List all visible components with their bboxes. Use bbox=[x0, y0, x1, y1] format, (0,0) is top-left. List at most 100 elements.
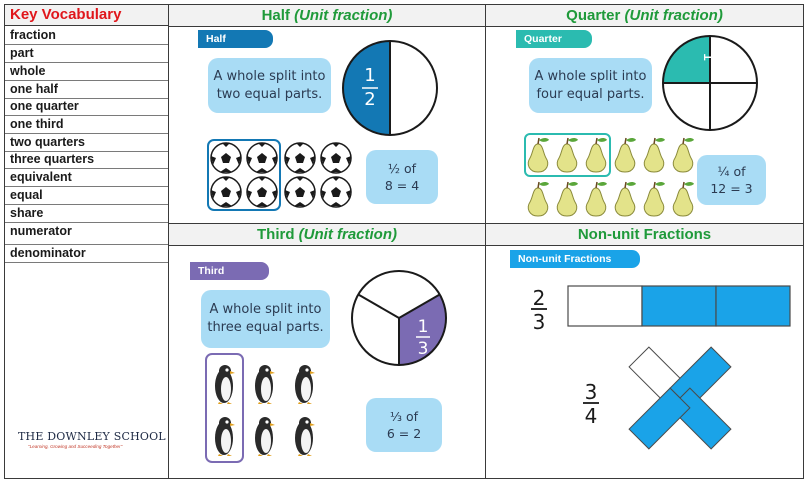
circled-group-outline bbox=[205, 353, 244, 463]
half-pill: Half bbox=[198, 30, 273, 48]
circled-group-outline bbox=[524, 133, 611, 177]
third-divider bbox=[357, 293, 400, 319]
quarter-bubble-line2: four equal parts. bbox=[536, 86, 645, 102]
quarter-shaded-part bbox=[663, 36, 710, 83]
football-icon bbox=[320, 142, 352, 174]
quarter-calc-line1: ¼ of bbox=[717, 164, 746, 179]
vocabulary-word: equivalent bbox=[5, 169, 168, 187]
school-motto: "Learning, Growing and Succeeding Togeth… bbox=[28, 444, 123, 449]
vocabulary-word: part bbox=[5, 45, 168, 63]
half-calc-line2: 8 = 4 bbox=[384, 178, 420, 193]
vocabulary-word: equal bbox=[5, 187, 168, 205]
nonunit-bar-den: 3 bbox=[533, 310, 546, 334]
fraction-bar-model bbox=[567, 285, 791, 327]
half-frac-den: 2 bbox=[364, 89, 375, 110]
divider bbox=[168, 223, 804, 224]
vocabulary-word: one third bbox=[5, 116, 168, 134]
pear-icon bbox=[527, 181, 549, 217]
half-heading-sub: (Unit fraction) bbox=[294, 7, 393, 24]
vocabulary-word: denominator bbox=[5, 245, 168, 263]
vocabulary-word: whole bbox=[5, 63, 168, 81]
penguin-icon bbox=[295, 365, 315, 404]
half-bubble-line1: A whole split into bbox=[213, 68, 326, 84]
nonunit-pill: Non-unit Fractions bbox=[510, 250, 640, 268]
bar-part-shaded bbox=[715, 285, 791, 327]
half-bubble-line2: two equal parts. bbox=[216, 86, 323, 102]
third-fraction-circle: 1 3 bbox=[351, 270, 447, 366]
penguin-group bbox=[205, 353, 315, 463]
pear-icon bbox=[527, 137, 549, 173]
half-frac-num: 1 bbox=[364, 65, 375, 86]
school-name: THE DOWNLEY SCHOOL bbox=[18, 430, 166, 443]
third-calculation: ⅓ of 6 = 2 bbox=[366, 398, 442, 452]
bar-part-shaded bbox=[641, 285, 717, 327]
football-icon bbox=[246, 142, 278, 174]
half-bubble: A whole split into two equal parts. bbox=[208, 58, 331, 113]
pear-icon bbox=[556, 181, 578, 217]
third-calc-line2: 6 = 2 bbox=[386, 426, 422, 441]
quarter-pill: Quarter bbox=[516, 30, 592, 48]
penguin-icon bbox=[215, 365, 235, 404]
circled-group-outline bbox=[207, 139, 281, 211]
penguin-icon bbox=[215, 417, 235, 456]
nonunit-section-header: Non-unit Fractions bbox=[486, 224, 803, 245]
pear-icon bbox=[672, 181, 694, 217]
vocabulary-word: three quarters bbox=[5, 151, 168, 169]
penguin-icon bbox=[255, 417, 275, 456]
penguin-icon bbox=[255, 365, 275, 404]
half-fraction-circle: 1 2 bbox=[342, 40, 438, 136]
pear-icon bbox=[614, 137, 636, 173]
quarter-heading-sub: (Unit fraction) bbox=[624, 7, 723, 24]
football-icon bbox=[210, 142, 242, 174]
vocabulary-word: numerator bbox=[5, 223, 168, 245]
bar-part-unshaded bbox=[567, 285, 643, 327]
football-group bbox=[207, 139, 352, 211]
third-frac-num: 1 bbox=[418, 317, 429, 337]
pear-icon bbox=[585, 137, 607, 173]
quarter-heading: Quarter bbox=[566, 7, 621, 24]
nonunit-cross-fraction-label: 3 4 bbox=[583, 380, 599, 428]
third-divider bbox=[398, 293, 441, 319]
half-heading: Half bbox=[261, 7, 290, 24]
page-frame bbox=[4, 4, 804, 479]
nonunit-bar-num: 2 bbox=[533, 286, 546, 310]
football-icon bbox=[284, 142, 316, 174]
pear-icon bbox=[672, 137, 694, 173]
quarter-calculation: ¼ of 12 = 3 bbox=[697, 155, 766, 205]
divider bbox=[168, 245, 804, 246]
divider bbox=[168, 4, 169, 479]
quarter-calc-line2: 12 = 3 bbox=[710, 181, 753, 196]
third-heading-sub: (Unit fraction) bbox=[298, 226, 397, 243]
nonunit-cross-num: 3 bbox=[585, 380, 598, 404]
third-pill: Third bbox=[190, 262, 269, 280]
pear-group bbox=[524, 133, 694, 217]
third-heading: Third bbox=[257, 226, 295, 243]
vocabulary-word: share bbox=[5, 205, 168, 223]
school-logo: THE DOWNLEY SCHOOL "Learning, Growing an… bbox=[18, 430, 166, 449]
vocabulary-word: one half bbox=[5, 81, 168, 99]
pear-icon bbox=[643, 137, 665, 173]
penguin-icon bbox=[295, 417, 315, 456]
quarter-section-header: Quarter (Unit fraction) bbox=[486, 5, 803, 26]
third-section-header: Third (Unit fraction) bbox=[169, 224, 485, 245]
pear-icon bbox=[614, 181, 636, 217]
vocabulary-word: one quarter bbox=[5, 98, 168, 116]
half-calculation: ½ of 8 = 4 bbox=[366, 150, 438, 204]
quarter-frac-num: 1 bbox=[700, 52, 718, 62]
third-calc-line1: ⅓ of bbox=[389, 409, 419, 424]
vocabulary-word: fraction bbox=[5, 27, 168, 45]
third-bubble-line2: three equal parts. bbox=[207, 320, 324, 335]
quarter-bubble: A whole split into four equal parts. bbox=[529, 58, 652, 113]
quarter-fraction-circle: 1 bbox=[662, 35, 758, 131]
quarter-bubble-line1: A whole split into bbox=[534, 68, 647, 84]
football-icon bbox=[284, 176, 316, 208]
football-icon bbox=[210, 176, 242, 208]
football-icon bbox=[246, 176, 278, 208]
divider bbox=[485, 4, 486, 479]
divider bbox=[168, 26, 804, 27]
cross-part-shaded bbox=[628, 387, 691, 450]
vocabulary-heading: Key Vocabulary bbox=[10, 6, 122, 23]
half-section-header: Half (Unit fraction) bbox=[169, 5, 485, 26]
football-icon bbox=[320, 176, 352, 208]
